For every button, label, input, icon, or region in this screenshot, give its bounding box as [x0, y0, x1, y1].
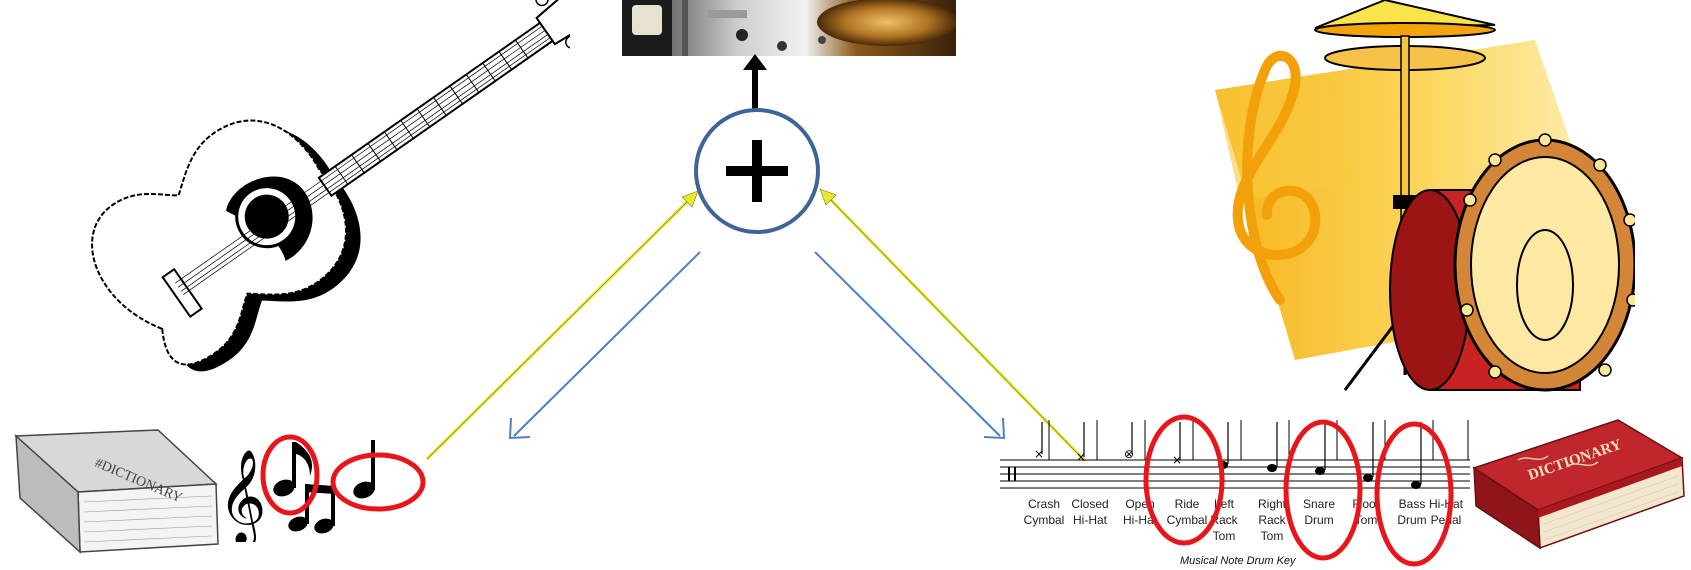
- treble-clef-icon: 𝄞: [218, 449, 266, 542]
- drum-key: ××⊗× Crash Cymbal Closed Hi-Hat Open Hi-…: [1000, 410, 1475, 570]
- beamed-notes-icon: [288, 484, 335, 534]
- key-label-crash-cymbal: Crash Cymbal: [1023, 497, 1065, 527]
- output-arrow: [743, 54, 767, 110]
- drum-key-caption: Musical Note Drum Key: [1180, 555, 1296, 567]
- arrow-left-to-center: [425, 190, 699, 461]
- highlight-eighth-note: [260, 434, 320, 516]
- highlight-quarter-note: [330, 452, 426, 512]
- dictionary-book-left: #DICTIONARY: [14, 429, 219, 554]
- drum-key-staff: × × ⊗ ×: [1000, 420, 1470, 489]
- svg-text:×: ×: [1076, 450, 1086, 464]
- drum-key-highlights: [1143, 414, 1454, 567]
- key-label-closed-hi-hat: Closed Hi-Hat: [1071, 497, 1109, 527]
- guitar-icon: [91, 0, 570, 372]
- svg-text:⊗: ⊗: [1124, 447, 1134, 461]
- svg-text:×: ×: [1034, 447, 1044, 461]
- quarter-note-icon: [353, 440, 375, 499]
- dictionary-book-right: DICTIONARY: [1472, 419, 1685, 550]
- arrow-center-to-left: [508, 251, 701, 440]
- highlight-snare-drum: [1283, 419, 1363, 561]
- output-photo: [622, 0, 956, 56]
- eighth-note-icon: [273, 442, 313, 497]
- key-label-snare-drum: Snare Drum: [1302, 497, 1336, 527]
- key-label-bass-drum: Bass Drum: [1397, 497, 1427, 527]
- highlight-bass-drum: [1374, 421, 1454, 567]
- music-notes: 𝄞: [218, 434, 426, 542]
- drum-and-cymbal-icon: [1215, 0, 1635, 392]
- svg-text:×: ×: [1172, 453, 1182, 467]
- arrow-center-to-right: [814, 251, 1006, 440]
- highlight-ride-cymbal: [1143, 414, 1225, 546]
- arrow-right-to-center: [819, 188, 1087, 463]
- combine-node: +: [692, 106, 822, 236]
- key-label-right-rack-tom: Right Rack Tom: [1257, 497, 1286, 543]
- key-label-ride-cymbal: Ride Cymbal: [1166, 497, 1208, 527]
